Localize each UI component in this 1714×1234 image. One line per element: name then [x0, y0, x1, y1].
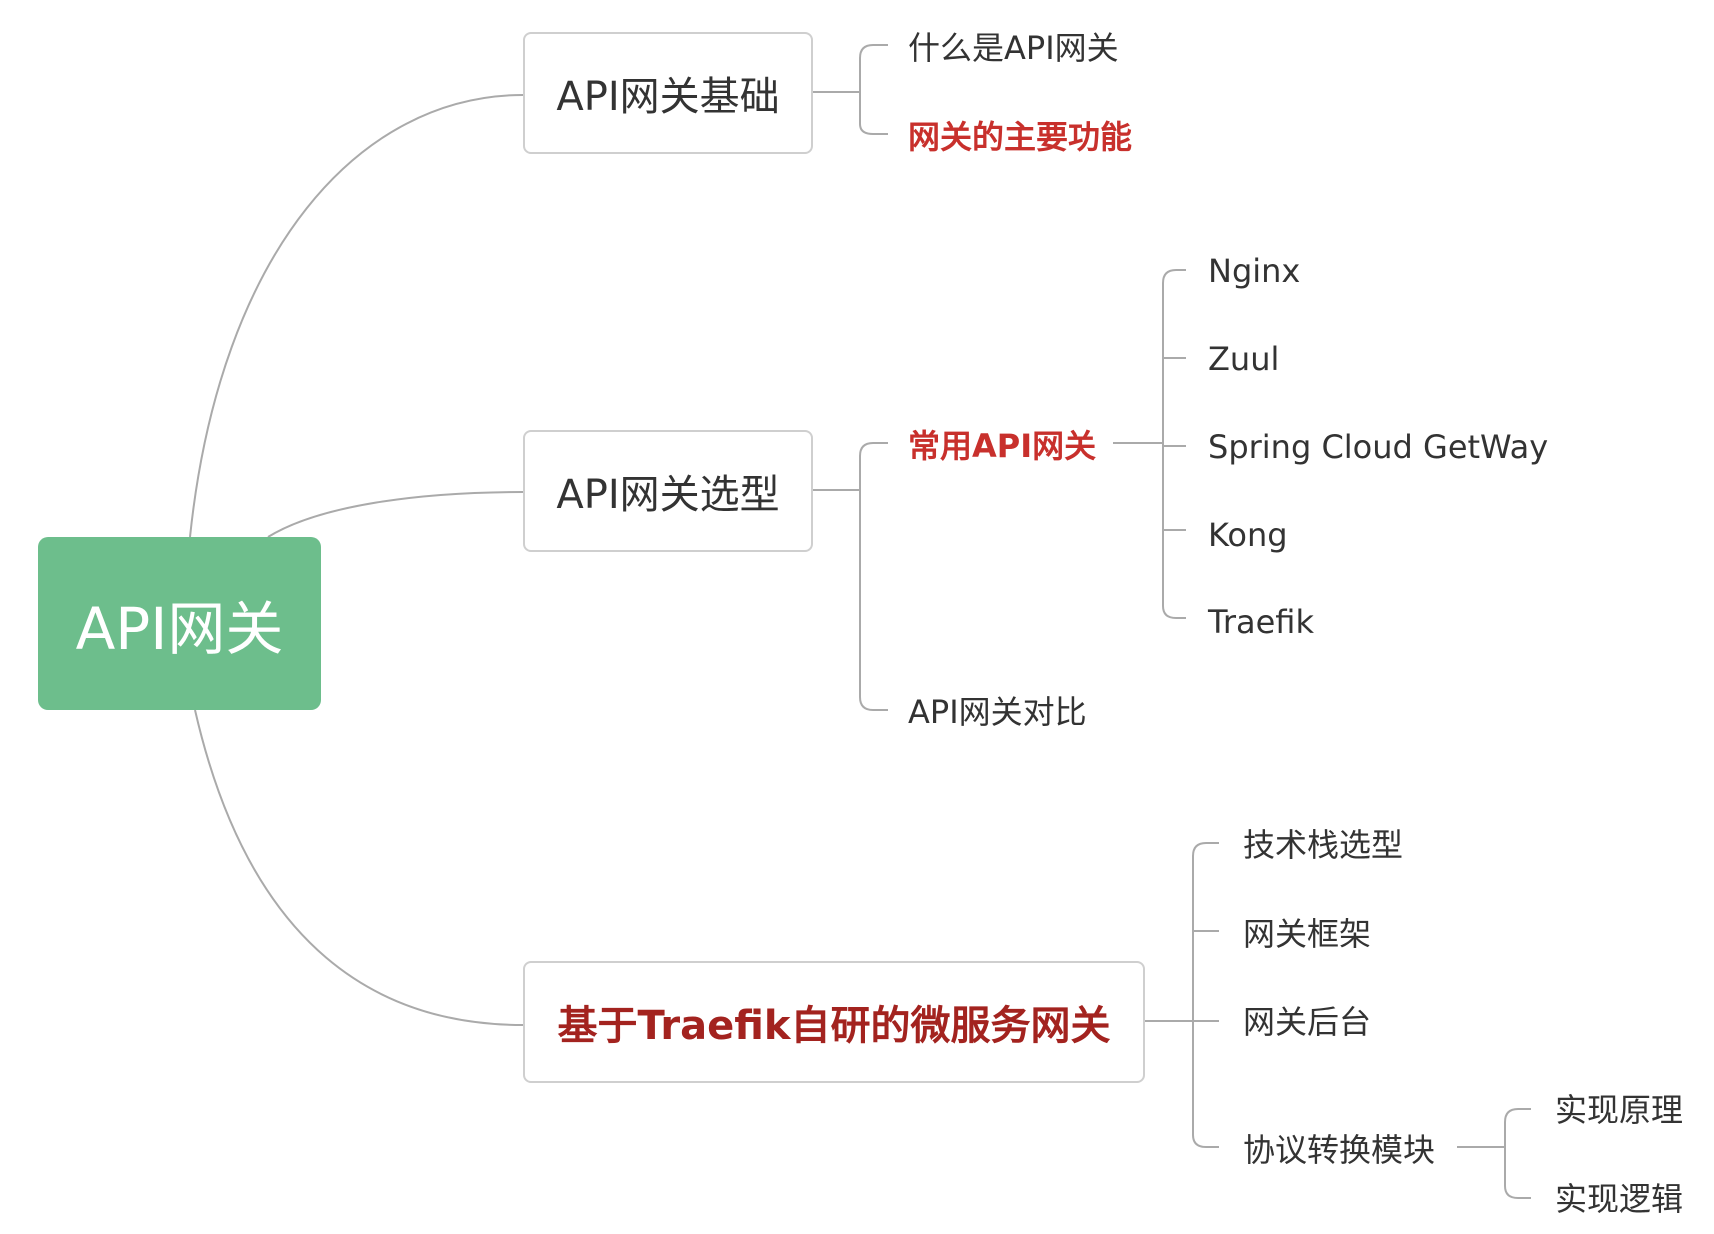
leaf-kong[interactable]: Kong: [1208, 516, 1288, 554]
leaf-gateway-backend[interactable]: 网关后台: [1243, 1003, 1372, 1041]
node-traefik-custom-gateway[interactable]: 基于Traefik自研的微服务网关: [523, 961, 1145, 1083]
link-basics-bracket: [813, 44, 888, 135]
root-node[interactable]: API网关: [38, 537, 321, 710]
leaf-gateway-framework[interactable]: 网关框架: [1243, 915, 1372, 953]
leaf-spring-cloud-getway[interactable]: Spring Cloud GetWay: [1208, 428, 1549, 466]
leaf-protocol-conversion-module[interactable]: 协议转换模块: [1243, 1131, 1436, 1169]
link-root-selection: [267, 491, 524, 538]
leaf-api-gateway-comparison[interactable]: API网关对比: [908, 693, 1087, 731]
link-protocol-bracket: [1457, 1108, 1531, 1199]
link-root-basics: [189, 94, 524, 538]
leaf-implementation-logic[interactable]: 实现逻辑: [1555, 1180, 1684, 1218]
leaf-tech-stack-selection[interactable]: 技术栈选型: [1243, 826, 1404, 864]
leaf-gateway-main-functions[interactable]: 网关的主要功能: [908, 118, 1133, 156]
leaf-what-is-api-gateway[interactable]: 什么是API网关: [908, 29, 1119, 67]
leaf-zuul[interactable]: Zuul: [1208, 340, 1280, 378]
leaf-nginx[interactable]: Nginx: [1208, 252, 1301, 290]
link-root-custom: [194, 709, 524, 1026]
leaf-traefik[interactable]: Traefik: [1208, 603, 1314, 641]
link-common-bracket: [1113, 269, 1186, 619]
link-custom-bracket: [1145, 842, 1219, 1148]
link-selection-bracket: [813, 442, 888, 711]
node-api-gateway-basics[interactable]: API网关基础: [523, 32, 813, 154]
node-api-gateway-selection[interactable]: API网关选型: [523, 430, 813, 552]
leaf-implementation-principle[interactable]: 实现原理: [1555, 1091, 1684, 1129]
leaf-common-api-gateways[interactable]: 常用API网关: [908, 427, 1097, 465]
